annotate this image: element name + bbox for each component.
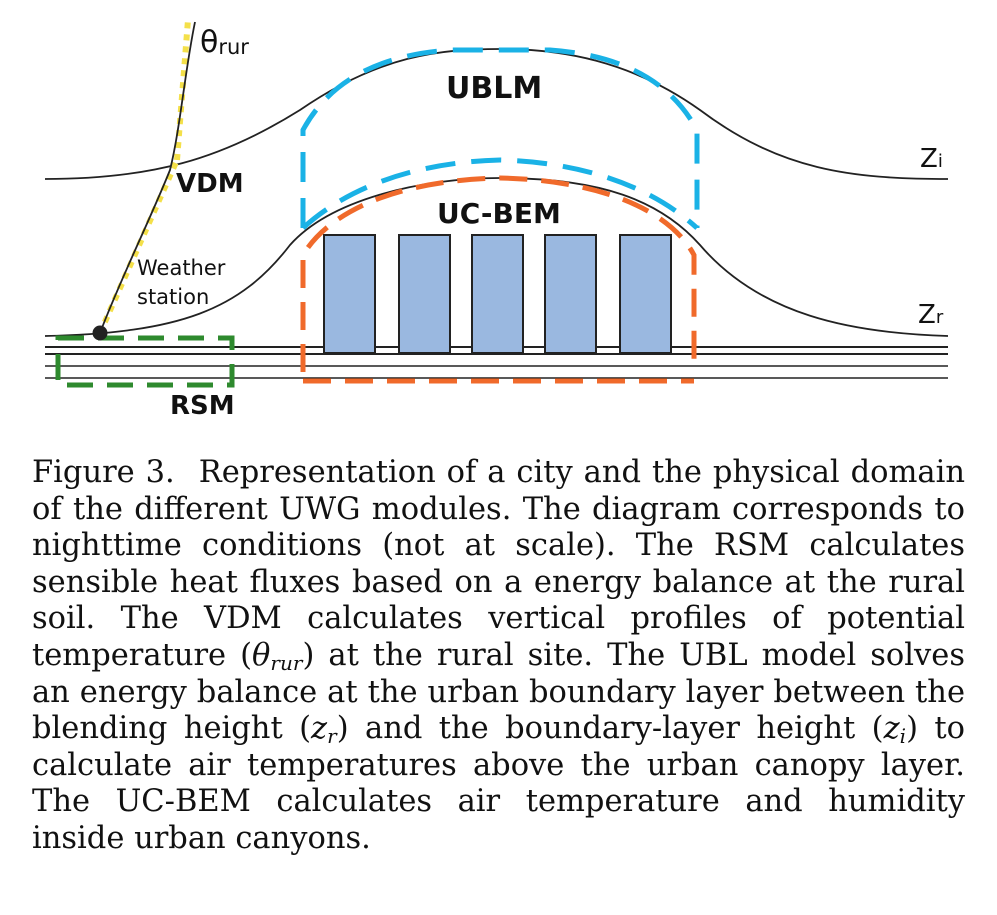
weather-station-label-line1: Weather [137,256,226,280]
ublm-domain-box [300,47,700,228]
diagram-canvas: θrur VDM Weather station UBLM UC-BEM RSM… [44,19,949,421]
caption-text-2: ) at the rural site. The UBL model solve… [32,637,965,747]
ucbem-domain-box [300,175,697,372]
zi-symbol: z [883,711,900,747]
theta-subscript: rur [270,650,303,675]
building [398,234,451,354]
rsm-label: RSM [170,391,235,421]
ucbem-label: UC-BEM [437,197,561,230]
zr-symbol: z [311,711,328,747]
building [323,234,376,354]
figure-label: Figure 3. [32,455,175,490]
figure-caption: Figure 3.Representation of a city and th… [32,455,965,858]
rural-profile-dots-lower [97,158,180,335]
weather-station-label-line2: station [137,285,209,309]
building [619,234,672,354]
building [544,234,597,354]
rural-profile-dots-upper [174,19,191,161]
zi-label: Zi [920,144,943,174]
caption-text-1: Representation of a city and the physica… [32,455,965,673]
weather-station-marker [92,325,108,341]
building [471,234,524,354]
theta-rur-profile-line [99,21,196,334]
zi-subscript: i [899,724,907,749]
zr-label: Zr [918,300,944,330]
zr-subscript: r [327,724,337,749]
theta-rur-label: θrur [200,25,249,60]
city-domain-diagram: θrur VDM Weather station UBLM UC-BEM RSM… [0,0,997,440]
caption-text-3: ) and the boundary-layer height ( [336,711,884,747]
rsm-domain-box [55,335,235,388]
ublm-label: UBLM [446,71,542,106]
caption-text-4: ) to calculate air temperatures above th… [32,711,966,856]
buildings [323,234,672,354]
theta-symbol: θ [252,637,271,673]
ublm-domain-box-bottom [301,157,699,230]
vdm-label: VDM [176,169,244,199]
